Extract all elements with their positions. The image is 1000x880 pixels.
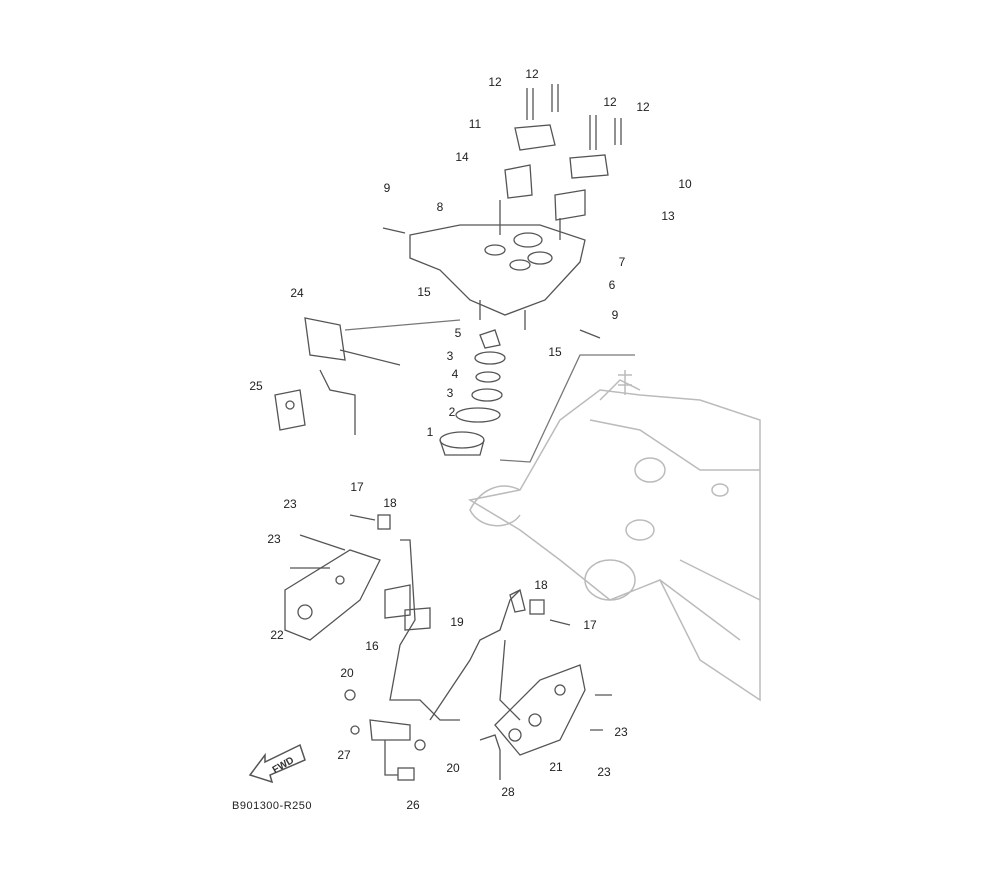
callout-12: 12 <box>636 100 650 114</box>
callout-6: 6 <box>608 278 616 292</box>
callout-16: 16 <box>365 639 379 653</box>
callout-12: 12 <box>603 95 617 109</box>
callout-8: 8 <box>436 200 444 214</box>
callout-1: 1 <box>426 425 434 439</box>
callout-12: 12 <box>525 67 539 81</box>
callout-20: 20 <box>340 666 354 680</box>
frame-drawing <box>467 370 761 702</box>
callout-14: 14 <box>455 150 469 164</box>
callout-18: 18 <box>383 496 397 510</box>
callout-15: 15 <box>417 285 431 299</box>
callout-9: 9 <box>383 181 391 195</box>
callout-18: 18 <box>534 578 548 592</box>
callout-17: 17 <box>350 480 364 494</box>
diagram-code: B901300-R250 <box>232 800 313 812</box>
callout-10: 10 <box>678 177 692 191</box>
callout-19: 19 <box>450 615 464 629</box>
callout-5: 5 <box>454 326 462 340</box>
callout-23: 23 <box>597 765 611 779</box>
callout-3: 3 <box>446 349 454 363</box>
callout-12: 12 <box>488 75 502 89</box>
callout-23: 23 <box>283 497 297 511</box>
callout-13: 13 <box>661 209 675 223</box>
callout-4: 4 <box>451 367 459 381</box>
callout-28: 28 <box>501 785 515 799</box>
callout-27: 27 <box>337 748 351 762</box>
callout-15: 15 <box>548 345 562 359</box>
callout-7: 7 <box>618 255 626 269</box>
callout-26: 26 <box>406 798 420 812</box>
fwd-arrow-icon <box>248 743 306 784</box>
callout-21: 21 <box>549 760 563 774</box>
callout-3: 3 <box>446 386 454 400</box>
callout-17: 17 <box>583 618 597 632</box>
callout-9: 9 <box>611 308 619 322</box>
callout-20: 20 <box>446 761 460 775</box>
callout-22: 22 <box>270 628 284 642</box>
callout-24: 24 <box>290 286 304 300</box>
callout-23: 23 <box>267 532 281 546</box>
callout-25: 25 <box>249 379 263 393</box>
callout-23: 23 <box>614 725 628 739</box>
callout-2: 2 <box>448 405 456 419</box>
callout-11: 11 <box>468 117 482 131</box>
parts-drawing <box>274 84 635 781</box>
